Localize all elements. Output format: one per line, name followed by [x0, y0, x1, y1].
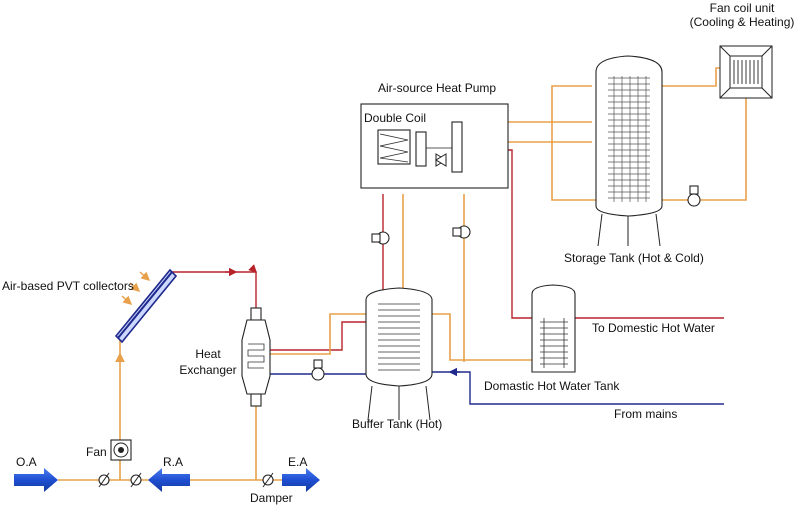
damper-2: [130, 472, 142, 488]
from-mains-label: From mains: [614, 407, 677, 421]
outdoor-air-arrow: [14, 468, 58, 492]
air-flow-arrows: [14, 468, 320, 492]
pvt-label: Air-based PVT collectors: [2, 279, 134, 293]
heat-pump-box: [360, 103, 509, 189]
damper-label: Damper: [250, 491, 293, 505]
return-air-arrow: [148, 468, 190, 492]
exhaust-air-arrow: [282, 468, 320, 492]
damper-3: [262, 472, 274, 488]
storage-tank-icon: [595, 55, 663, 247]
dhw-tank-label: Domastic Hot Water Tank: [484, 379, 620, 393]
pvt-collector-icon: [114, 268, 178, 344]
sun-rays-icon: [121, 271, 151, 305]
pump-bt-hp-icon: [371, 231, 390, 245]
storage-left-loop: [551, 85, 596, 201]
hx-hot-supply: [268, 321, 366, 351]
storage-fancoil-supply: [662, 67, 720, 87]
bt-dhw-link: [432, 313, 532, 361]
fan-label: Fan: [86, 445, 107, 459]
ra-label: R.A: [163, 455, 183, 469]
fan-icon: [110, 439, 132, 461]
pump-hx-icon: [311, 359, 325, 381]
dhw-tank-coil: [540, 318, 568, 368]
heat-exchanger-sublabel: Exchanger: [179, 363, 236, 377]
pump-fancoil-icon: [687, 185, 701, 207]
heat-exchanger-label: Heat: [195, 347, 221, 361]
oa-label: O.A: [16, 455, 37, 469]
double-coil-label: Double Coil: [364, 111, 426, 125]
fan-coil-unit-icon: [719, 45, 773, 99]
to-dhw-label: To Domestic Hot Water: [592, 321, 715, 335]
heat-exchanger-icon: [241, 307, 271, 407]
buffer-tank-coil: [378, 303, 420, 371]
fan-coil-label: Fan coil unit: [710, 1, 775, 15]
buffer-tank-label: Buffer Tank (Hot): [352, 417, 442, 431]
dampers: [98, 472, 274, 488]
pump-hp-dhw-icon: [452, 225, 471, 239]
expansion-valve-icon: [435, 153, 447, 167]
air-duct-pvt-outlet: [170, 264, 257, 318]
damper-1: [98, 472, 110, 488]
fan-coil-sublabel: (Cooling & Heating): [690, 15, 795, 29]
ea-label: E.A: [288, 455, 307, 469]
heat-pump-label: Air-source Heat Pump: [378, 81, 496, 95]
dhw-tank-icon: [531, 284, 576, 373]
storage-tank-coil: [608, 76, 650, 202]
buffer-tank-icon: [365, 287, 433, 421]
hx-return: [268, 313, 366, 355]
storage-tank-label: Storage Tank (Hot & Cold): [564, 251, 704, 265]
